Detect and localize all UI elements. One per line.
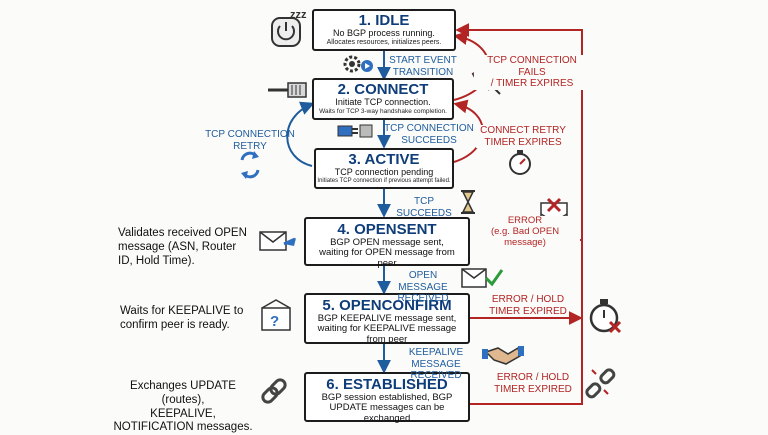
state-openconfirm: 5. OPENCONFIRM BGP KEEPALIVE message sen…	[304, 293, 470, 344]
state-desc: BGP OPEN message sent, waiting for OPEN …	[319, 236, 455, 269]
state-desc: BGP KEEPALIVE message sent, waiting for …	[317, 312, 457, 345]
state-title: 4. OPENSENT	[337, 221, 437, 238]
handshake-icon	[482, 346, 524, 365]
gear-play-icon	[343, 55, 373, 73]
state-opensent: 4. OPENSENT BGP OPEN message sent, waiti…	[304, 217, 470, 269]
state-title: 5. OPENCONFIRM	[322, 297, 452, 314]
state-desc: TCP connection pending	[334, 166, 434, 177]
state-idle: 1. IDLE No BGP process running. Allocate…	[312, 9, 456, 51]
label-open-received: OPEN MESSAGE RECEIVED	[397, 270, 449, 304]
envelope-send-icon	[259, 231, 296, 251]
zzz-text: zzz	[290, 9, 307, 21]
arrow-errors-to-idle	[455, 23, 583, 405]
label-error-hold-1: ERROR / HOLD TIMER EXPIRED	[488, 294, 568, 317]
label-error-hold-2: ERROR / HOLD TIMER EXPIRED	[492, 372, 574, 395]
power-sleep-icon	[271, 17, 301, 47]
timer-cross-icon	[589, 299, 622, 334]
label-tcp-conn-retry: TCP CONNECTION RETRY	[205, 129, 295, 152]
note-opensent: Validates received OPEN message (ASN, Ro…	[118, 227, 247, 267]
envelope-check-icon	[461, 268, 504, 288]
state-sub: Waits for TCP 3-way handshake completion…	[319, 107, 447, 115]
state-desc: No BGP process running.	[333, 27, 435, 38]
state-sub: Initiates TCP connection if previous att…	[317, 177, 451, 184]
label-tcp-fails: TCP CONNECTION FAILS / TIMER EXPIRES	[474, 55, 590, 90]
state-desc: Initiate TCP connection.	[335, 96, 431, 107]
label-start-event: START EVENT TRANSITION	[389, 55, 457, 78]
stopwatch-icon	[509, 150, 531, 175]
label-keepalive-received: KEEPALIVE MESSAGE RECEIVED	[408, 347, 464, 381]
label-error-open: ERROR (e.g. Bad OPEN message)	[470, 215, 580, 249]
plug-icon	[337, 124, 373, 138]
label-connect-retry: CONNECT RETRY TIMER EXPIRES	[476, 125, 570, 148]
state-title: 3. ACTIVE	[348, 151, 420, 168]
envelope-question-icon: ?	[261, 299, 291, 331]
label-tcp-conn-succeeds: TCP CONNECTION SUCCEEDS	[384, 123, 474, 146]
state-sub: Allocates resources, initializes peers.	[326, 38, 442, 46]
state-connect: 2. CONNECT Initiate TCP connection. Wait…	[312, 78, 454, 120]
broken-link-icon	[585, 368, 616, 399]
hourglass-icon	[461, 190, 475, 214]
state-title: 2. CONNECT	[337, 81, 429, 98]
state-established: 6. ESTABLISHED BGP session established, …	[304, 372, 470, 424]
refresh-icon	[240, 151, 260, 179]
ethernet-cable-icon	[268, 82, 307, 98]
note-established: Exchanges UPDATE (routes), KEEPALIVE, NO…	[113, 380, 253, 434]
state-active: 3. ACTIVE TCP connection pending Initiat…	[314, 148, 454, 189]
state-desc: BGP session established, BGP UPDATE mess…	[321, 391, 453, 424]
state-title: 1. IDLE	[358, 12, 410, 29]
svg-text:?: ?	[270, 313, 279, 330]
arrow-active-connect-retry	[286, 101, 315, 167]
chain-link-icon	[261, 378, 287, 404]
note-openconfirm: Waits for KEEPALIVE to confirm peer is r…	[120, 305, 244, 331]
state-title: 6. ESTABLISHED	[326, 376, 448, 393]
label-tcp-succeeds: TCP SUCCEEDS	[396, 196, 452, 219]
